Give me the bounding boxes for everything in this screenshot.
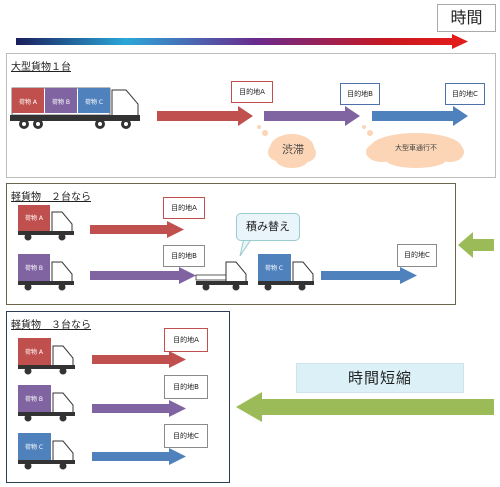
small-truck-a xyxy=(18,338,75,375)
panel-title: 軽貨物 ２台なら xyxy=(11,192,91,203)
small-truck-c xyxy=(258,254,314,291)
time-reduction-banner: 時間短縮 xyxy=(296,363,464,393)
cargo-c-label: 荷物 C xyxy=(85,98,103,106)
route-arrow-purple xyxy=(90,267,196,284)
flatbed-truck xyxy=(195,261,248,291)
no-large-vehicles-label: 大型車通行不 xyxy=(395,144,437,152)
comparison-arrow xyxy=(458,232,494,258)
route-arrow-red xyxy=(157,106,253,126)
destination-a: 目的地A xyxy=(231,81,273,103)
cargo-c-label: 荷物 C xyxy=(25,443,43,451)
small-truck-b xyxy=(18,254,74,291)
cloud-no-large-vehicles xyxy=(362,125,464,168)
time-label: 時間 xyxy=(437,4,496,32)
destination-c: 目的地C xyxy=(445,83,485,105)
small-truck-a xyxy=(18,205,74,241)
destination-b: 目的地B xyxy=(340,83,380,105)
time-reduction-arrow xyxy=(236,392,494,422)
route-arrow-blue xyxy=(92,448,186,465)
destination-a: 目的地A xyxy=(164,328,208,352)
destination-b: 目的地B xyxy=(164,375,208,399)
cargo-b-label: 荷物 B xyxy=(52,98,70,106)
route-arrow-blue xyxy=(372,106,468,126)
destination-a: 目的地A xyxy=(163,197,205,219)
route-arrow-blue xyxy=(321,267,417,284)
route-arrow-red xyxy=(92,351,186,368)
cargo-a-label: 荷物 A xyxy=(25,214,44,222)
cloud-traffic-jam xyxy=(257,125,316,168)
transfer-bubble: 積み替え xyxy=(236,213,300,241)
route-arrow-purple xyxy=(92,400,186,417)
cargo-a-label: 荷物 A xyxy=(25,348,44,356)
cargo-b-label: 荷物 B xyxy=(25,264,43,272)
route-arrow-red xyxy=(90,221,184,238)
panel-title: 軽貨物 ３台なら xyxy=(11,320,91,331)
route-arrow-purple xyxy=(264,106,360,126)
cargo-b-label: 荷物 B xyxy=(25,395,43,403)
small-truck-b xyxy=(18,385,75,422)
destination-c: 目的地C xyxy=(397,244,437,267)
cargo-c-label: 荷物 C xyxy=(265,264,283,272)
cargo-a-label: 荷物 A xyxy=(19,98,38,106)
destination-c: 目的地C xyxy=(164,424,208,448)
small-truck-c xyxy=(18,433,75,470)
panel-title: 大型貨物１台 xyxy=(11,62,71,73)
destination-b: 目的地B xyxy=(163,245,205,267)
traffic-jam-label: 渋滞 xyxy=(282,143,304,156)
timeline-arrow xyxy=(16,34,468,49)
large-truck xyxy=(10,87,140,129)
